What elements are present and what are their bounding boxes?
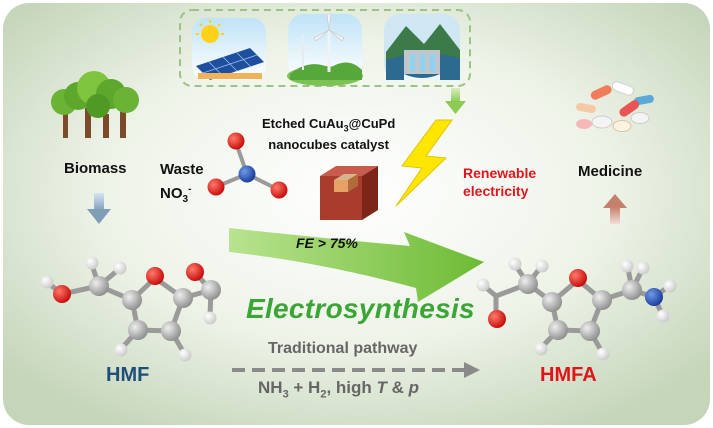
trees-icon <box>51 71 139 138</box>
medicine-up-arrow <box>603 194 627 224</box>
nitrate-main: NO <box>160 185 183 202</box>
fe-label: FE > 75% <box>296 235 358 251</box>
lightning-icon <box>395 119 453 207</box>
hmf-molecule-icon <box>40 256 221 362</box>
cond-h-sub: 2 <box>320 388 327 401</box>
cond-nh: NH <box>258 378 283 397</box>
medicine-label: Medicine <box>578 163 643 180</box>
catalyst-line1-sub: 3 <box>343 123 349 134</box>
electrosynthesis-label: Electrosynthesis <box>246 293 475 324</box>
renewable-electricity-label: Renewable electricity <box>463 164 536 200</box>
electrosynthesis-arrow <box>229 228 484 302</box>
catalyst-line2: nanocubes catalyst <box>268 136 389 152</box>
hmfa-molecule-icon <box>476 257 677 361</box>
catalyst-line1-a: Etched CuAu <box>262 116 344 131</box>
nanocube-icon <box>320 166 378 220</box>
renewable-line1: Renewable <box>463 165 537 181</box>
biomass-down-arrow <box>87 193 111 224</box>
hmfa-label: HMFA <box>540 364 597 386</box>
biomass-label: Biomass <box>64 160 127 177</box>
catalyst-label: Etched CuAu3@CuPd nanocubes catalyst <box>262 116 395 153</box>
energy-down-arrow <box>445 88 466 114</box>
wind-turbine-icon <box>287 13 363 86</box>
catalyst-line1: Etched CuAu3@CuPd <box>262 116 396 134</box>
traditional-pathway-label: Traditional pathway <box>268 340 418 357</box>
waste-label-line1: Waste <box>160 161 204 178</box>
cond-t: T <box>376 378 387 397</box>
hmf-label: HMF <box>106 364 150 386</box>
nitrate-label: NO3- <box>160 184 192 205</box>
nitrate-sup: - <box>188 184 192 195</box>
traditional-pathway-arrow <box>232 362 480 378</box>
conditions-label: NH3 + H2, high T & p <box>258 378 419 400</box>
renewable-sources-box <box>179 9 471 87</box>
cond-h: + H <box>288 378 321 397</box>
nitrate-sub: 3 <box>182 194 189 205</box>
pills-icon <box>576 81 654 132</box>
cond-rest: , high <box>326 378 377 397</box>
waste-label: Waste NO3- <box>160 160 204 210</box>
solar-panel-icon <box>192 18 266 80</box>
catalyst-line1-b: @CuPd <box>348 116 396 131</box>
renewable-line2: electricity <box>463 183 529 199</box>
hydropower-dam-icon <box>384 14 460 80</box>
cond-nh-sub: 3 <box>282 388 289 401</box>
nitrate-molecule-icon <box>207 132 288 199</box>
cond-p: p <box>408 378 420 397</box>
cond-amp: & <box>386 378 409 397</box>
